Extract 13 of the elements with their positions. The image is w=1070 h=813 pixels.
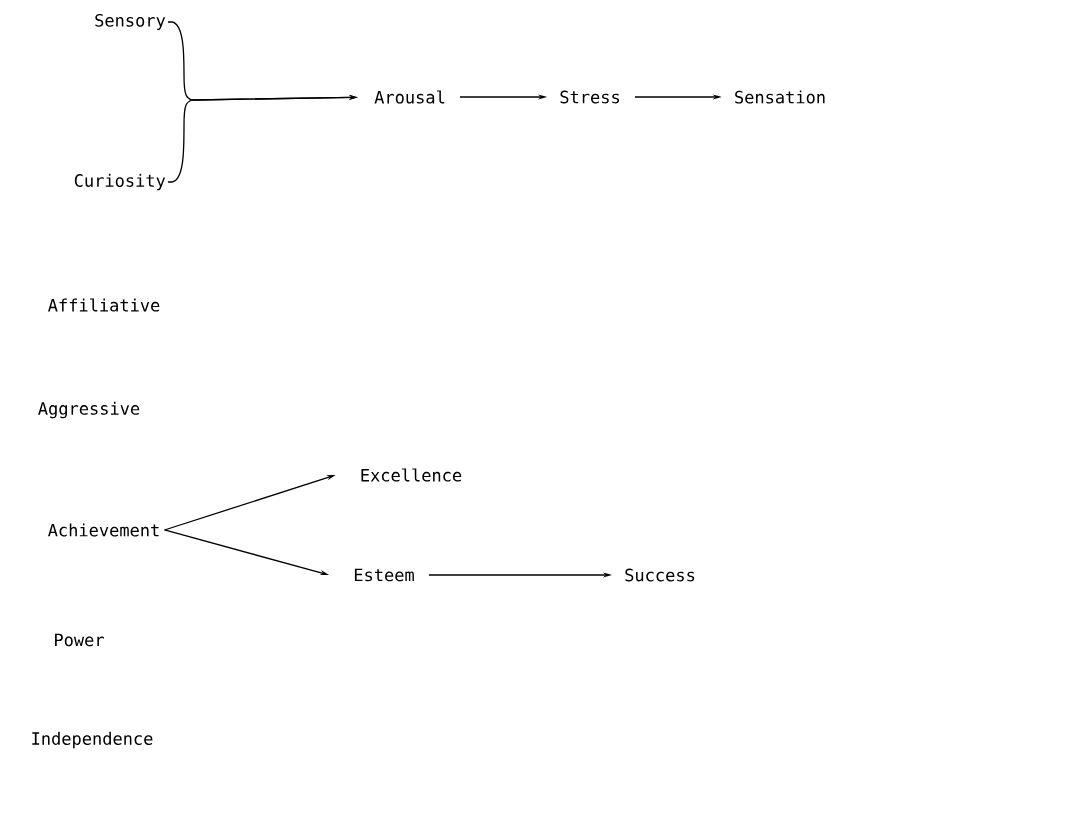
word-label: Sensation (735, 90, 825, 104)
word-label: Sensory (95, 13, 166, 31)
word-label: Esteem (354, 568, 414, 582)
word-label: Independence (32, 731, 153, 749)
word-label: Stress (560, 90, 619, 104)
word-label: Aggressive (38, 401, 140, 419)
word-label: Achievement (48, 523, 159, 537)
word-label: Power (55, 633, 104, 647)
word-label: Affiliative (48, 298, 160, 312)
word-label: Excellence (361, 468, 462, 482)
word-label: Success (625, 568, 695, 582)
word-label: Arousal (374, 90, 445, 104)
word-label: Curiosity (74, 173, 166, 191)
